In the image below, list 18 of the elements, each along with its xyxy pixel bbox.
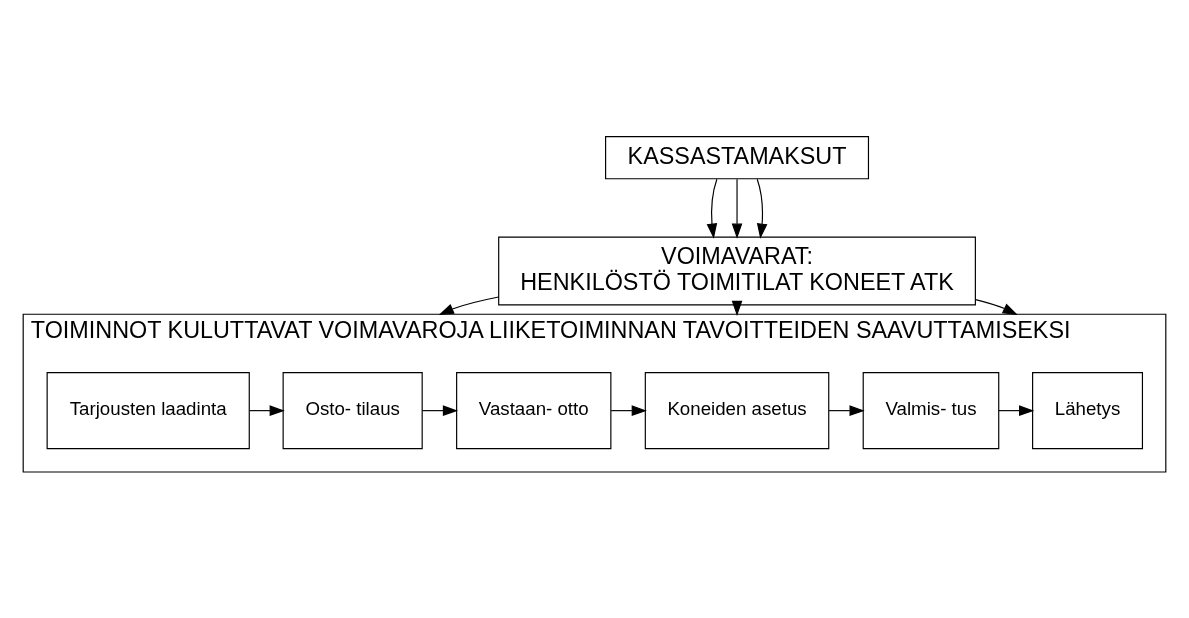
node-box: Vastaan- otto (456, 372, 612, 450)
node-box: Koneiden asetus (644, 372, 830, 450)
node-box: Osto- tilaus (282, 372, 423, 450)
node-box: Lähetys (1032, 372, 1144, 450)
arrow (975, 299, 1018, 316)
node-box: Valmis- tus (862, 372, 1000, 450)
node-box: KASSASTAMAKSUT (605, 136, 870, 180)
arrow (610, 405, 647, 416)
arrow (249, 405, 285, 416)
arrow (731, 178, 743, 239)
arrow (438, 296, 500, 315)
arrow (756, 178, 768, 239)
arrow (706, 178, 718, 239)
node-box: Tarjousten laadinta (46, 372, 250, 450)
arrow (731, 300, 743, 317)
arrow (828, 405, 865, 416)
arrow (998, 405, 1035, 416)
arrow (421, 405, 459, 416)
